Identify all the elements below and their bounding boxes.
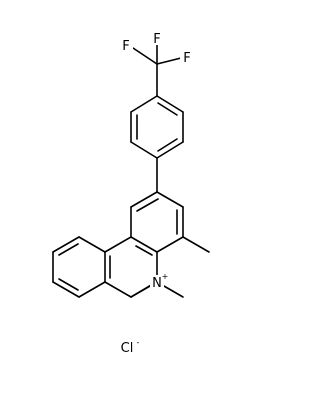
- phenyl-double-bond: [157, 102, 178, 116]
- chloride-label: Cl: [121, 341, 134, 356]
- ring-double-bond: [130, 284, 152, 298]
- chloride-charge: -: [137, 338, 140, 347]
- phenyl-double-bond: [157, 138, 178, 152]
- fluorine-label-left: F: [122, 39, 129, 54]
- bond-c-f-left: [132, 47, 158, 65]
- ring-bond: [78, 281, 106, 298]
- nitrogen-charge: +: [162, 272, 169, 281]
- label-mask: [180, 50, 194, 64]
- ring-bond: [78, 236, 106, 253]
- iminium-ring: [104, 236, 158, 298]
- ring-bond: [104, 236, 132, 253]
- ring-bond: [130, 191, 158, 208]
- phenyl-bond: [130, 141, 158, 159]
- ring-bond: [156, 191, 184, 208]
- phenyl-bond: [156, 141, 184, 159]
- ring-bond: [156, 236, 184, 253]
- bond-methyl-c4: [182, 236, 210, 253]
- ring-bond: [52, 236, 80, 253]
- ring-double-bond: [58, 243, 79, 256]
- ring-bond: [104, 281, 132, 298]
- trifluoromethyl-group: [132, 39, 182, 97]
- ring-double-bond: [136, 198, 159, 212]
- phenyl-bond: [130, 95, 158, 113]
- phenyl-bond: [156, 95, 184, 113]
- molecule-drawing: F F F N + Cl -: [52, 31, 210, 356]
- ring-bond: [52, 281, 80, 298]
- ring-double-bond: [135, 245, 153, 256]
- bond-c-f-right: [156, 57, 182, 65]
- ring-double-bond: [58, 278, 79, 291]
- benzo-ring: [52, 236, 106, 298]
- fluorine-label-top: F: [153, 32, 160, 47]
- fluorine-label-right: F: [183, 51, 190, 66]
- structure-canvas: F F F N + Cl -: [52, 31, 210, 356]
- label-mask: [119, 38, 133, 52]
- nitrogen-label: N: [152, 276, 162, 291]
- pyridinium-ring: [130, 191, 184, 253]
- label-mask: [150, 275, 164, 289]
- ring-bond: [130, 236, 158, 253]
- phenyl-ring: [130, 95, 184, 159]
- label-mask: [150, 31, 164, 45]
